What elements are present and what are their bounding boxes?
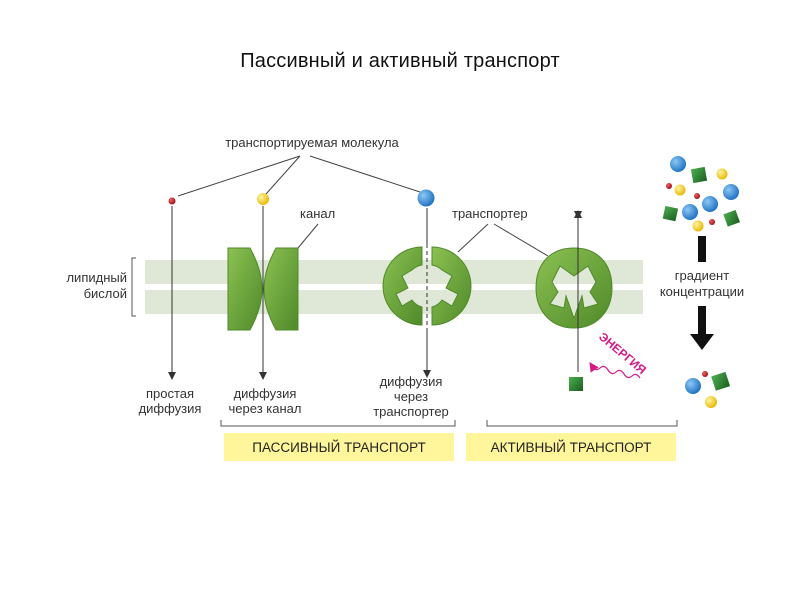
transported-molecule-label: транспортируемая молекула bbox=[225, 135, 399, 150]
bilayer-bracket bbox=[131, 257, 136, 317]
energy-squiggle bbox=[589, 362, 641, 379]
gradient-arrow-bottom bbox=[698, 306, 706, 336]
green-molecule bbox=[569, 377, 583, 391]
transporter-diffusion-label: диффузия bbox=[380, 374, 443, 389]
passive-transporter bbox=[382, 246, 472, 326]
channel-leader-line bbox=[297, 223, 319, 249]
gradient-arrow-top bbox=[698, 236, 706, 262]
low-concentration-cluster bbox=[685, 371, 731, 408]
passive-transport-label: ПАССИВНЫЙ ТРАНСПОРТ bbox=[252, 440, 425, 455]
simple-diffusion-label: диффузия bbox=[139, 401, 202, 416]
active-transport-label: АКТИВНЫЙ ТРАНСПОРТ bbox=[491, 440, 652, 455]
gradient-label: концентрации bbox=[660, 284, 744, 299]
channel-diffusion-label: диффузия bbox=[234, 386, 297, 401]
blue-molecule bbox=[417, 189, 435, 207]
channel-label: канал bbox=[300, 206, 335, 221]
page-title: Пассивный и активный транспорт bbox=[240, 50, 560, 72]
active-transport-box bbox=[466, 433, 676, 461]
transporter-diffusion-label: транспортер bbox=[373, 404, 449, 419]
gradient-arrow-head bbox=[690, 334, 714, 350]
active-bracket bbox=[486, 420, 678, 427]
active-transporter bbox=[535, 247, 613, 329]
high-concentration-cluster bbox=[662, 156, 740, 232]
molecule-leader-lines bbox=[177, 155, 421, 197]
channel-protein bbox=[227, 247, 299, 331]
passive-bracket bbox=[220, 420, 456, 427]
transporter-leader-lines bbox=[457, 223, 549, 257]
yellow-molecule bbox=[257, 193, 269, 205]
channel-diffusion-label: через канал bbox=[229, 401, 302, 416]
red-molecule bbox=[168, 197, 176, 205]
transporter-label: транспортер bbox=[452, 206, 528, 221]
passive-transport-box bbox=[224, 433, 454, 461]
energy-label: ЭНЕРГИЯ bbox=[596, 330, 649, 378]
gradient-label: градиент bbox=[675, 268, 729, 283]
lipid-bilayer-label: липидный bbox=[66, 270, 127, 285]
transporter-diffusion-label: через bbox=[394, 389, 428, 404]
simple-diffusion-label: простая bbox=[146, 386, 194, 401]
lipid-bilayer-label: бислой bbox=[84, 286, 127, 301]
